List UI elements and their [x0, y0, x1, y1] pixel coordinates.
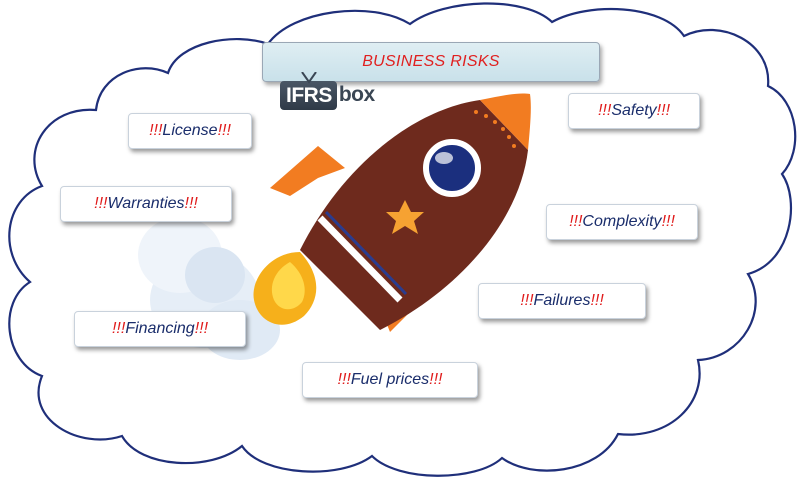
exclaim-marker: !!! [217, 122, 231, 139]
risk-license: !!!License!!! [128, 113, 252, 149]
risk-label: Complexity [582, 213, 662, 230]
risk-safety: !!!Safety!!! [568, 93, 700, 129]
logo-ifrs-text: IFRS [286, 83, 332, 107]
exclaim-marker: !!! [184, 195, 198, 212]
exclaim-marker: !!! [111, 320, 126, 337]
exclaim-marker: !!! [149, 122, 163, 139]
title-banner: BUSINESS RISKS [262, 42, 600, 82]
exclaim-marker: !!! [590, 292, 604, 309]
tv-antenna-icon [301, 71, 317, 84]
rocket-fin-upper [270, 146, 345, 196]
rocket-nose [480, 93, 531, 150]
exclaim-marker: !!! [569, 213, 583, 230]
title-text: BUSINESS RISKS [362, 53, 500, 70]
risk-warranties: !!!Warranties!!! [60, 186, 232, 222]
logo-ifrs: IFRS [280, 71, 337, 110]
risk-label: Financing [125, 320, 195, 337]
risk-label: License [162, 122, 218, 139]
risk-failures: !!!Failures!!! [478, 283, 646, 319]
rocket-illustration [253, 93, 531, 332]
risk-label: Warranties [107, 195, 185, 212]
exclaim-marker: !!! [597, 102, 612, 119]
risk-label: Failures [533, 292, 591, 309]
exclaim-marker: !!! [194, 320, 209, 337]
rocket-star [386, 200, 424, 234]
exclaim-marker: !!! [337, 371, 351, 388]
rocket-porthole [423, 139, 481, 197]
exclaim-marker: !!! [94, 195, 108, 212]
exclaim-marker: !!! [656, 102, 671, 119]
exclaim-marker: !!! [429, 371, 443, 388]
exclaim-marker: !!! [520, 292, 534, 309]
exclaim-marker: !!! [661, 213, 675, 230]
risk-fuel-prices: !!!Fuel prices!!! [302, 362, 478, 398]
risk-complexity: !!!Complexity!!! [546, 204, 698, 240]
logo-box-text: box [338, 83, 375, 106]
risk-financing: !!!Financing!!! [74, 311, 246, 347]
risk-label: Fuel prices [350, 371, 430, 388]
ifrsbox-logo: IFRS box [280, 71, 375, 114]
risk-label: Safety [611, 102, 657, 119]
